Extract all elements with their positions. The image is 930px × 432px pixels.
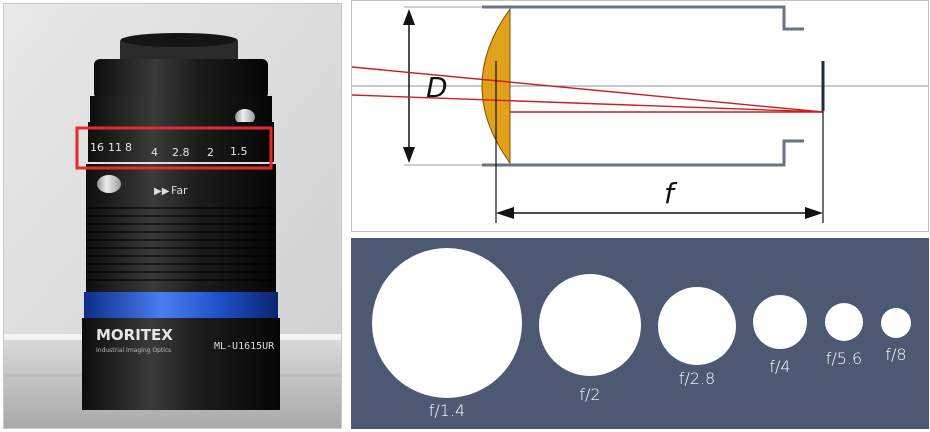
aperture-label-0: f/1.4 bbox=[429, 401, 465, 420]
svg-text:2: 2 bbox=[207, 146, 214, 159]
lens-photo-illustration: ▶▶ Far MORITEX Industrial Imaging Optics… bbox=[4, 4, 341, 428]
focal-length-label: f bbox=[664, 177, 678, 210]
aperture-label-2: f/2.8 bbox=[679, 369, 715, 388]
aperture-label-5: f/8 bbox=[885, 345, 906, 364]
optical-diagram: D f bbox=[351, 0, 929, 232]
svg-text:▶▶: ▶▶ bbox=[154, 186, 170, 197]
aperture-circle-5 bbox=[881, 308, 911, 338]
svg-text:Industrial Imaging Optics: Industrial Imaging Optics bbox=[96, 347, 171, 354]
barrel-top bbox=[482, 5, 804, 31]
lens-photo: ▶▶ Far MORITEX Industrial Imaging Optics… bbox=[3, 3, 342, 429]
svg-text:1.5: 1.5 bbox=[230, 145, 248, 158]
svg-text:16: 16 bbox=[90, 141, 104, 154]
f-stop-comparison: f/1.4 f/2 f/2.8 f/4 f/5.6 f/8 bbox=[351, 238, 929, 429]
aperture-circle-2 bbox=[658, 287, 736, 365]
aperture-circle-1 bbox=[539, 274, 641, 376]
svg-text:11: 11 bbox=[108, 141, 122, 154]
diameter-label: D bbox=[426, 71, 448, 104]
svg-text:8: 8 bbox=[125, 141, 132, 154]
optical-diagram-svg: D f bbox=[352, 5, 928, 223]
svg-text:Far: Far bbox=[171, 184, 188, 197]
svg-text:ML-U1615UR: ML-U1615UR bbox=[214, 341, 275, 352]
aperture-circle-0 bbox=[372, 248, 522, 398]
ray-upper bbox=[352, 66, 824, 113]
svg-text:2.8: 2.8 bbox=[172, 146, 190, 159]
aperture-label-1: f/2 bbox=[579, 385, 600, 404]
svg-text:MORITEX: MORITEX bbox=[96, 326, 173, 344]
aperture-highlight-box bbox=[75, 126, 273, 170]
aperture-label-4: f/5.6 bbox=[826, 349, 862, 368]
f-stop-svg: f/1.4 f/2 f/2.8 f/4 f/5.6 f/8 bbox=[372, 248, 911, 420]
aperture-circle-3 bbox=[753, 295, 807, 349]
aperture-circle-4 bbox=[825, 303, 863, 341]
ray-lower bbox=[352, 94, 824, 113]
barrel-bottom bbox=[482, 139, 804, 167]
svg-text:4: 4 bbox=[151, 146, 158, 159]
aperture-label-3: f/4 bbox=[769, 357, 790, 376]
